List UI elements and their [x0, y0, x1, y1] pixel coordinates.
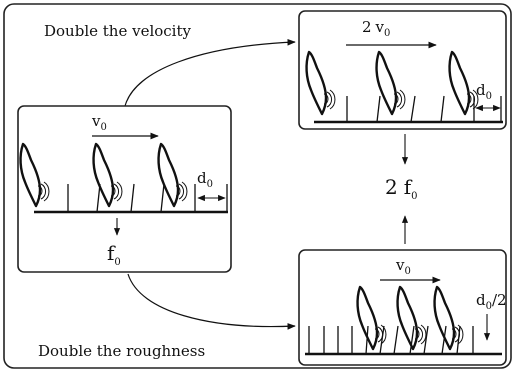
- spacing-label-d0-half: d0/2: [476, 291, 507, 312]
- label-double-velocity: Double the velocity: [44, 22, 192, 40]
- panel-double-roughness: v0 d0/2: [299, 250, 507, 365]
- label-double-roughness: Double the roughness: [38, 342, 205, 360]
- panel-base-case: v0 d0 f0: [18, 106, 231, 272]
